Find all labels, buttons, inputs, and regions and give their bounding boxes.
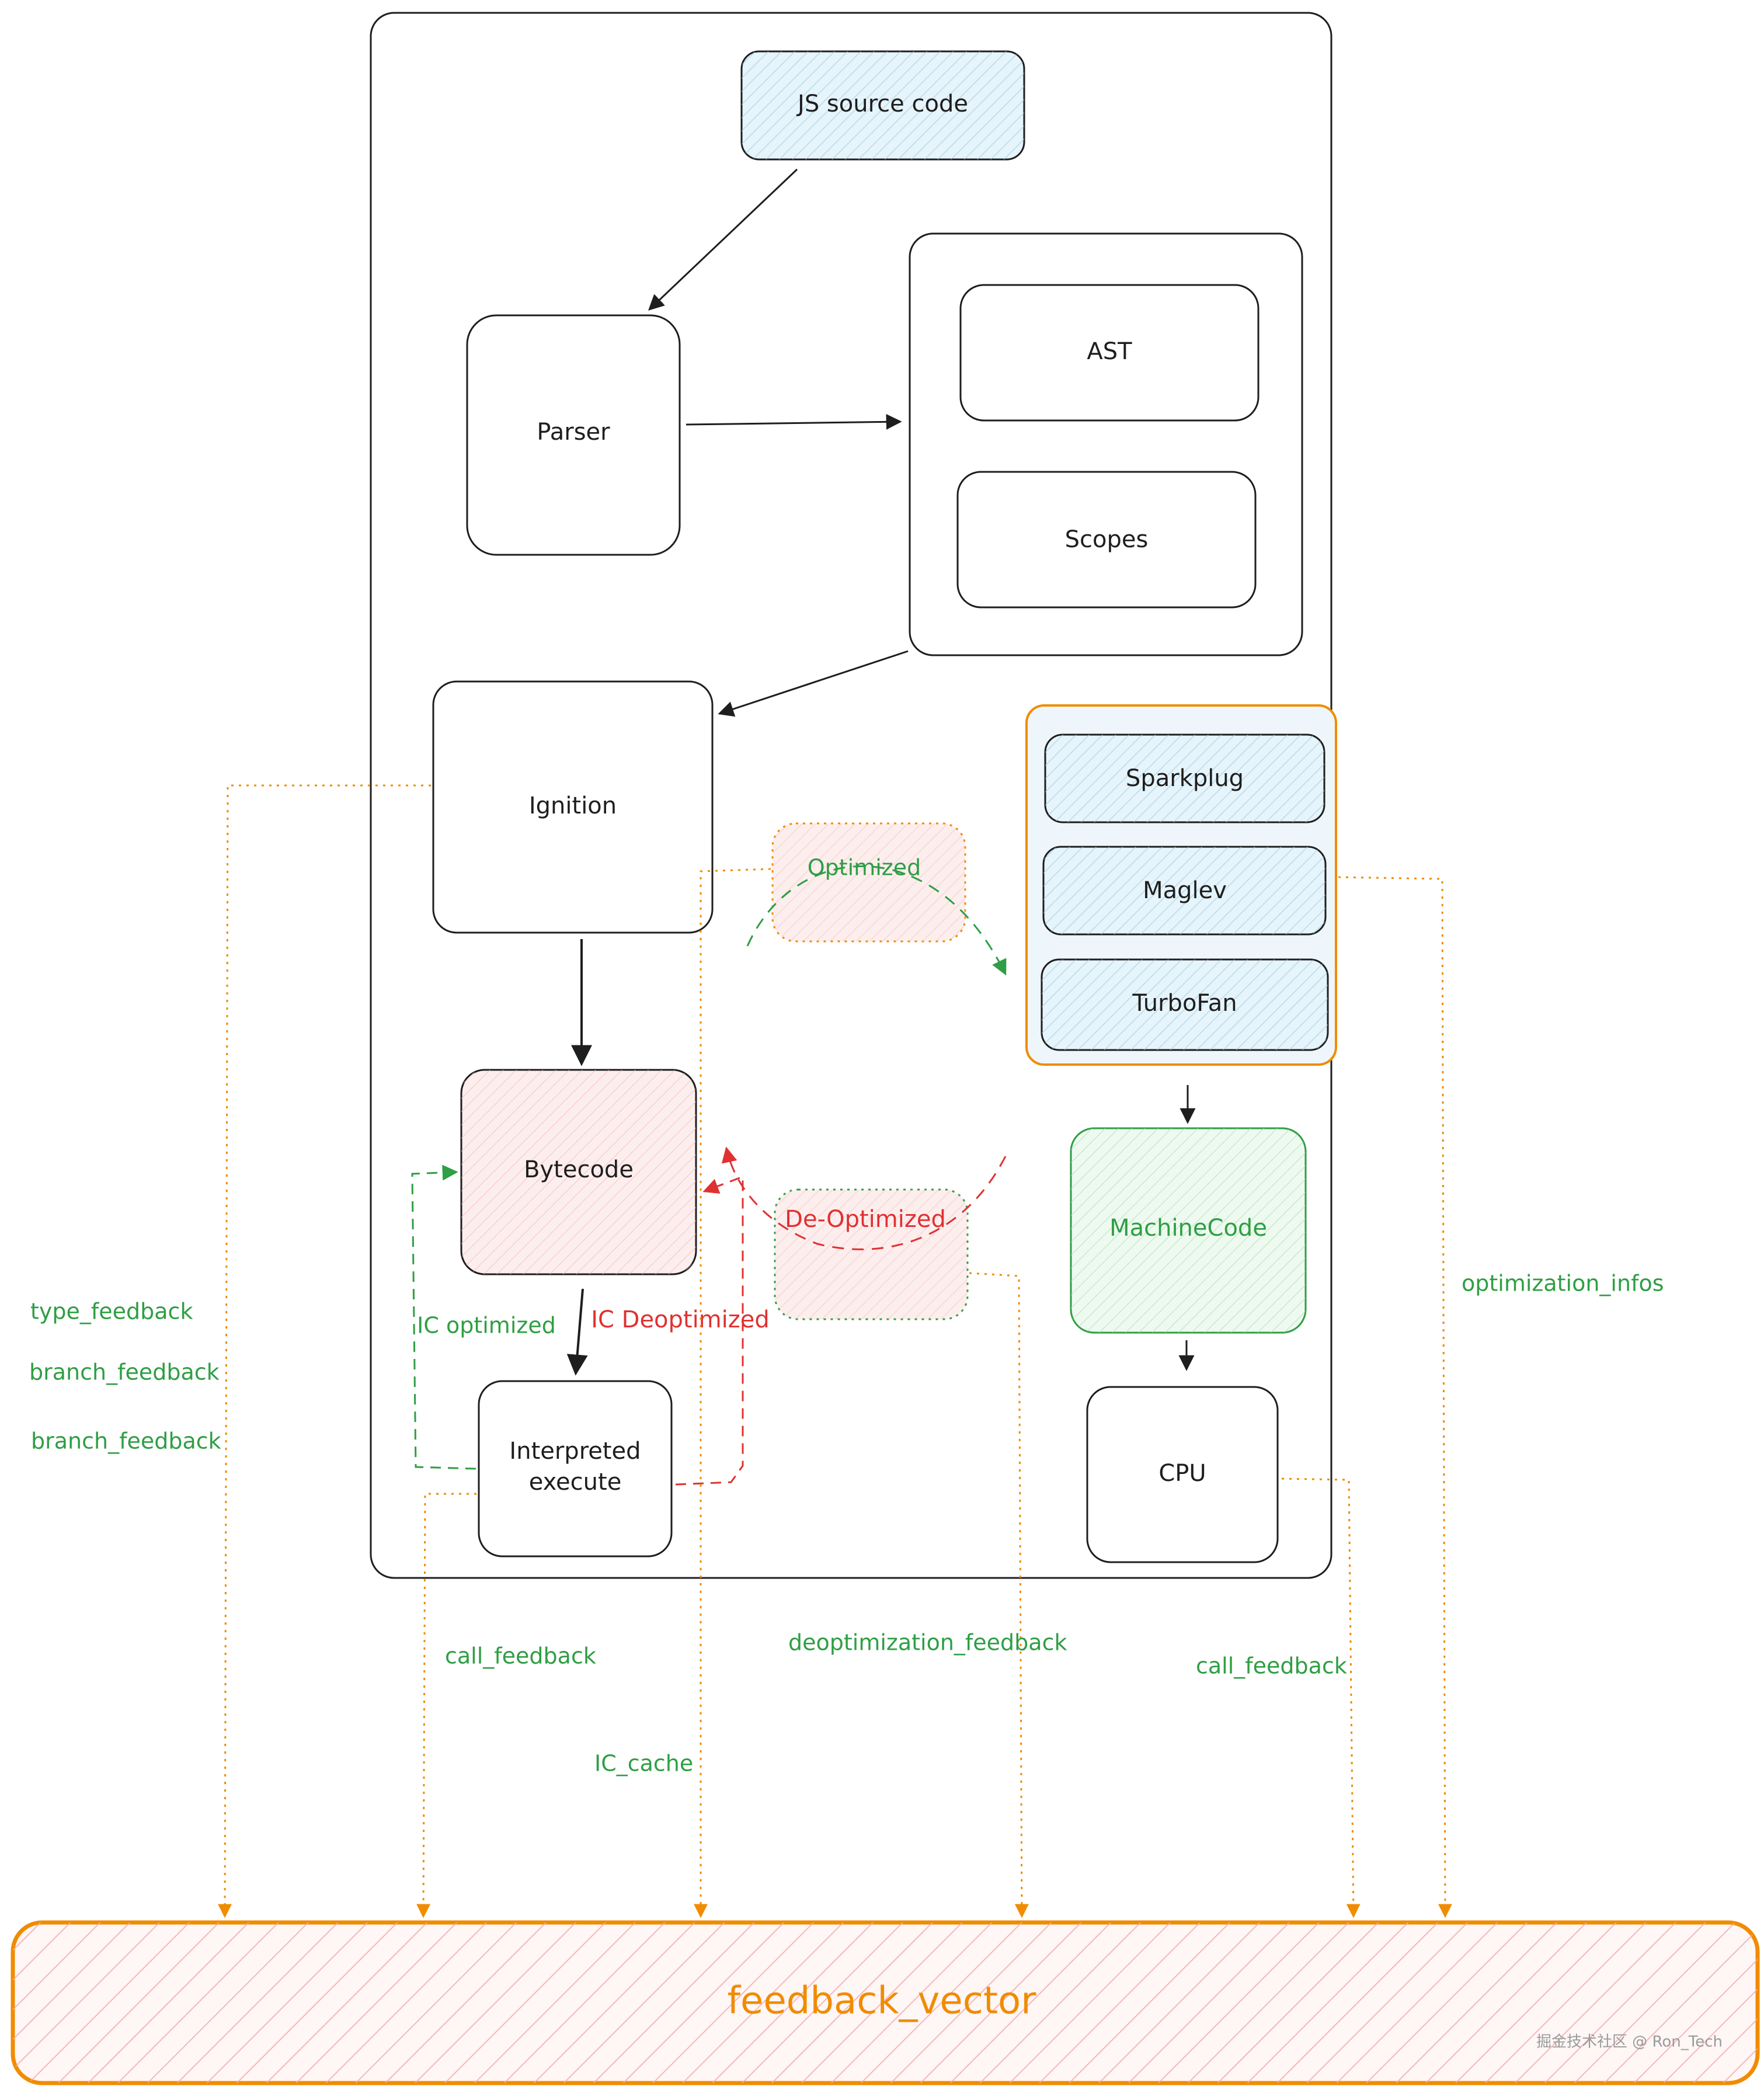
js-source-node[interactable]: JS source code [740, 50, 1025, 161]
arrow-optimized [746, 865, 1007, 976]
sparkplug-node[interactable]: Sparkplug [1044, 733, 1325, 823]
arrow-ic-deoptimized [675, 1175, 744, 1486]
interpreted-label-line2: execute [529, 1469, 622, 1496]
type-feedback-label: type_feedback [30, 1299, 193, 1324]
bytecode-label: Bytecode [524, 1156, 634, 1183]
interpreted-label-line1: Interpreted [509, 1438, 641, 1465]
call-feedback-label-left: call_feedback [445, 1643, 596, 1669]
feedback-arrow-compilers [1338, 876, 1452, 1918]
maglev-node[interactable]: Maglev [1042, 846, 1327, 936]
feedback-vector-bar[interactable]: feedback_vector [11, 1920, 1760, 2085]
ast-label: AST [1087, 338, 1132, 365]
feedback-arrow-ic-cache [694, 868, 771, 1918]
ignition-node[interactable]: Ignition [432, 680, 714, 934]
turbofan-label: TurboFan [1132, 990, 1237, 1017]
feedback-vector-label: feedback_vector [728, 1980, 1037, 2023]
parser-label: Parser [537, 419, 610, 446]
js-source-label: JS source code [796, 91, 968, 117]
bytecode-node[interactable]: Bytecode [460, 1069, 697, 1275]
arrow-ast-to-ignition [718, 650, 909, 717]
optimization-infos-label: optimization_infos [1462, 1271, 1664, 1296]
branch-feedback-label-1: branch_feedback [29, 1360, 220, 1385]
machinecode-label: MachineCode [1109, 1215, 1267, 1242]
watermark: 掘金技术社区 @ Ron_Tech [1536, 2033, 1723, 2051]
arrow-de-optimized [721, 1146, 1007, 1250]
scopes-node[interactable]: Scopes [956, 471, 1257, 609]
arrow-ic-optimized [411, 1164, 476, 1470]
feedback-arrow-ignition [218, 784, 431, 1918]
cpu-node[interactable]: CPU [1086, 1386, 1279, 1563]
interpreted-execute-node[interactable]: Interpreted execute [478, 1380, 673, 1557]
branch-feedback-label-2: branch_feedback [31, 1428, 221, 1454]
ic-deoptimized-label: IC Deoptimized [591, 1306, 770, 1333]
ignition-label: Ignition [529, 792, 617, 819]
ic-optimized-label: IC optimized [417, 1313, 556, 1338]
de-optimized-label: De-Optimized [785, 1206, 946, 1233]
arrow-parser-to-ast [686, 413, 902, 430]
feedback-arrow-deopt [969, 1272, 1029, 1918]
maglev-label: Maglev [1143, 877, 1227, 904]
scopes-label: Scopes [1065, 526, 1149, 553]
turbofan-node[interactable]: TurboFan [1041, 958, 1329, 1051]
machinecode-node[interactable]: MachineCode [1070, 1127, 1307, 1334]
ast-node[interactable]: AST [959, 284, 1259, 422]
arrow-bytecode-to-interpreted [566, 1288, 588, 1376]
feedback-arrow-interpreted [416, 1493, 476, 1918]
call-feedback-label-right: call_feedback [1196, 1653, 1347, 1679]
parser-node[interactable]: Parser [466, 314, 681, 556]
optimized-label: Optimized [808, 855, 921, 881]
ic-cache-label: IC_cache [594, 1751, 693, 1776]
cpu-label: CPU [1158, 1460, 1206, 1487]
deoptimization-feedback-label: deoptimization_feedback [788, 1630, 1067, 1656]
arrow-source-to-parser [648, 168, 798, 311]
sparkplug-label: Sparkplug [1126, 765, 1244, 792]
feedback-arrow-cpu [1281, 1477, 1361, 1918]
